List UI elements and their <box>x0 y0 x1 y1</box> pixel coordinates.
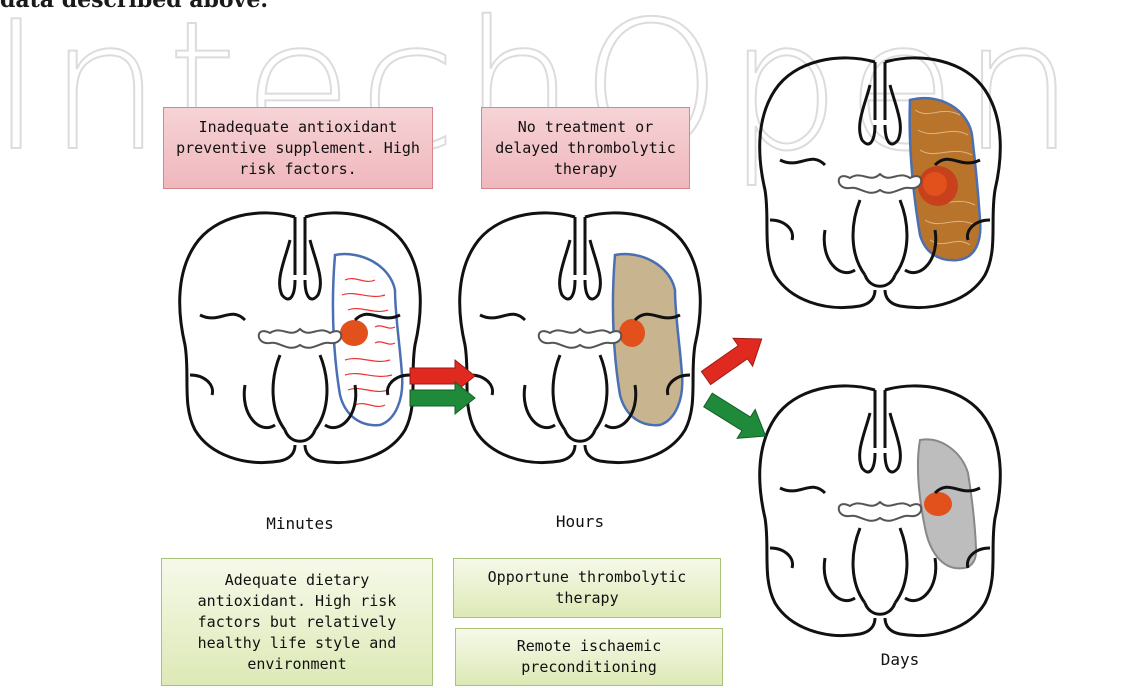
brain-minutes <box>180 213 421 463</box>
stage-label-minutes: Minutes <box>240 514 360 533</box>
brain-days-good <box>760 386 1001 636</box>
arrow-red-hours-days <box>696 325 771 392</box>
box-no-treatment: No treatment or delayed thrombolytic the… <box>481 107 690 189</box>
stage-label-days: Days <box>850 650 950 669</box>
brain-days-bad <box>760 58 1001 308</box>
box-risk-factors: Inadequate antioxidant preventive supple… <box>163 107 433 189</box>
box-dietary-antioxidant: Adequate dietary antioxidant. High risk … <box>161 558 433 686</box>
brain-hours <box>460 213 701 463</box>
box-remote-preconditioning: Remote ischaemic preconditioning <box>455 628 723 686</box>
box-thrombolytic-therapy: Opportune thrombolytic therapy <box>453 558 721 618</box>
stage-label-hours: Hours <box>520 512 640 531</box>
arrow-green-minutes-hours <box>410 382 475 414</box>
